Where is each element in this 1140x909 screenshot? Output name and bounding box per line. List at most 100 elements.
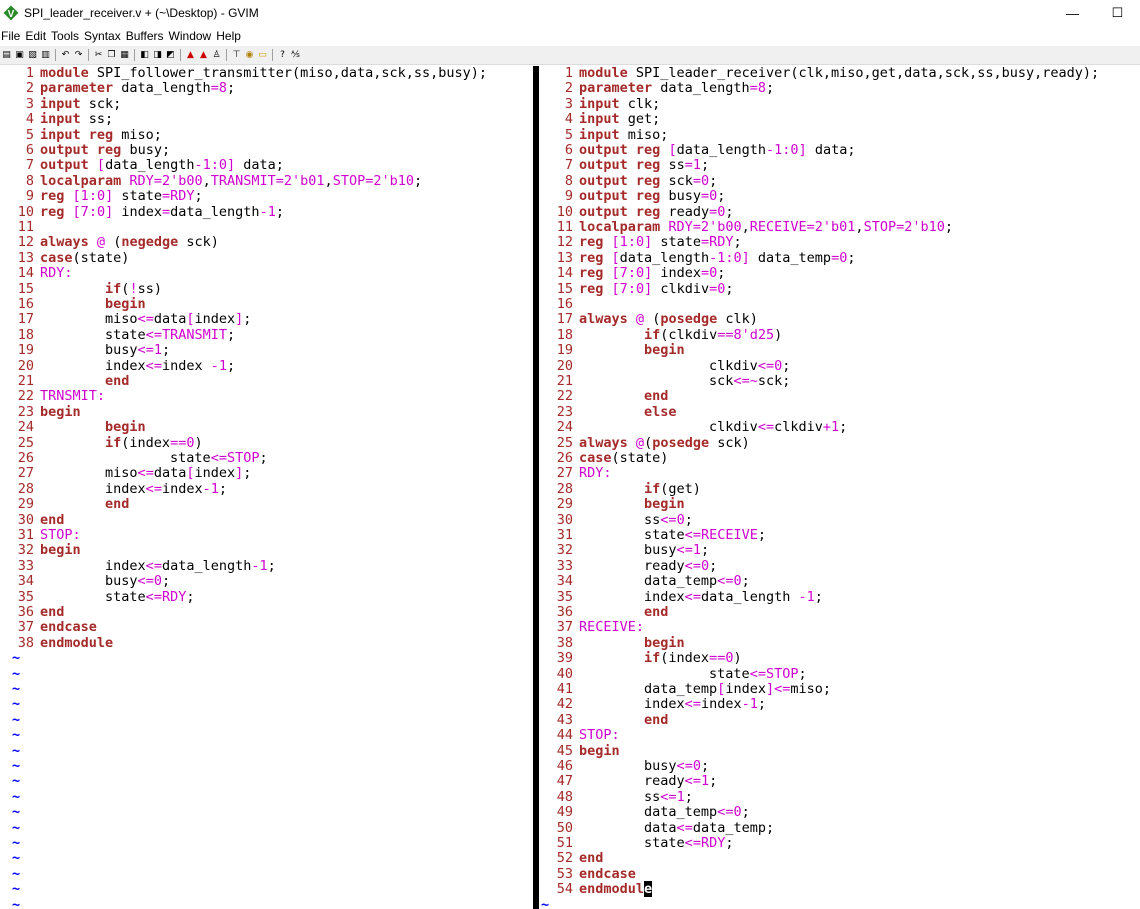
- code-line[interactable]: 50 data<=data_temp;: [539, 820, 774, 836]
- code-line[interactable]: 29 begin: [539, 496, 685, 512]
- code-line[interactable]: 35 index<=data_length -1;: [539, 589, 823, 605]
- code-line[interactable]: 26 state<=STOP;: [0, 450, 268, 466]
- code-line[interactable]: 30 ss<=0;: [539, 512, 693, 528]
- cut-icon[interactable]: ✂: [94, 49, 103, 60]
- code-line[interactable]: 17 miso<=data[index];: [0, 311, 252, 327]
- code-line[interactable]: 29 end: [0, 496, 130, 512]
- code-line[interactable]: 42 index<=index-1;: [539, 696, 766, 712]
- code-line[interactable]: 18 state<=TRANSMIT;: [0, 327, 235, 343]
- code-line[interactable]: 24 begin: [0, 419, 146, 435]
- code-line[interactable]: 32 busy<=1;: [539, 542, 709, 558]
- code-line[interactable]: 19 busy<=1;: [0, 342, 170, 358]
- code-line[interactable]: 28 index<=index-1;: [0, 481, 227, 497]
- code-line[interactable]: 31 state<=RECEIVE;: [539, 527, 766, 543]
- jump-tag-icon[interactable]: ▭: [258, 49, 267, 60]
- code-line[interactable]: 48 ss<=1;: [539, 789, 693, 805]
- code-line[interactable]: 24 clkdiv<=clkdiv+1;: [539, 419, 848, 435]
- menu-file[interactable]: File: [1, 29, 21, 43]
- code-line[interactable]: 34 data_temp<=0;: [539, 573, 750, 589]
- code-line[interactable]: 28 if(get): [539, 481, 701, 497]
- code-line[interactable]: 35 state<=RDY;: [0, 589, 195, 605]
- make-icon[interactable]: ⊤: [232, 49, 241, 60]
- run-ctags-icon[interactable]: ◉: [245, 49, 254, 60]
- menu-buffers[interactable]: Buffers: [125, 29, 164, 43]
- maximize-button[interactable]: ☐: [1111, 5, 1124, 20]
- run-script-icon[interactable]: ♙: [212, 49, 221, 60]
- help-icon[interactable]: ?: [280, 49, 285, 60]
- code-line[interactable]: 15 if(!ss): [0, 281, 162, 297]
- code-line[interactable]: 23 else: [539, 404, 677, 420]
- minimize-button[interactable]: —: [1066, 5, 1079, 21]
- code-line[interactable]: 20 index<=index -1;: [0, 358, 235, 374]
- redo-icon[interactable]: ↷: [74, 49, 83, 60]
- code-line[interactable]: 19 begin: [539, 342, 685, 358]
- code-line[interactable]: 49 data_temp<=0;: [539, 804, 750, 820]
- code-line[interactable]: 20 clkdiv<=0;: [539, 358, 791, 374]
- code-line[interactable]: 18 if(clkdiv==8'd25): [539, 327, 783, 343]
- code-line[interactable]: 21 end: [0, 373, 130, 389]
- code-line[interactable]: 46 busy<=0;: [539, 758, 709, 774]
- find-replace-icon[interactable]: ◧: [140, 49, 149, 60]
- code-line[interactable]: 41 data_temp[index]<=miso;: [539, 681, 831, 697]
- code-line[interactable]: 27 miso<=data[index];: [0, 465, 252, 481]
- find-next-icon[interactable]: ◨: [153, 49, 162, 60]
- gvim-app-icon[interactable]: V: [3, 5, 19, 21]
- code-line[interactable]: 33 ready<=0;: [539, 558, 718, 574]
- vertical-split-separator[interactable]: [533, 66, 539, 909]
- menu-tools[interactable]: Tools: [51, 29, 80, 43]
- code-line[interactable]: 51 state<=RDY;: [539, 835, 734, 851]
- code-line[interactable]: 22 end: [539, 388, 669, 404]
- menu-edit[interactable]: Edit: [25, 29, 47, 43]
- code-line[interactable]: 40 state<=STOP;: [539, 666, 807, 682]
- print-icon[interactable]: ▥: [41, 49, 50, 60]
- code-line[interactable]: 43 end: [539, 712, 669, 728]
- find-prev-icon[interactable]: ◩: [166, 49, 175, 60]
- paste-icon[interactable]: ▦: [120, 49, 129, 60]
- undo-icon[interactable]: ↶: [61, 49, 70, 60]
- code-line[interactable]: 33 index<=data_length-1;: [0, 558, 276, 574]
- code-line[interactable]: 38 begin: [539, 635, 685, 651]
- code-line[interactable]: 21 sck<=~sck;: [539, 373, 791, 389]
- code-line[interactable]: 16 begin: [0, 296, 146, 312]
- save-session-icon[interactable]: ▲: [200, 49, 207, 60]
